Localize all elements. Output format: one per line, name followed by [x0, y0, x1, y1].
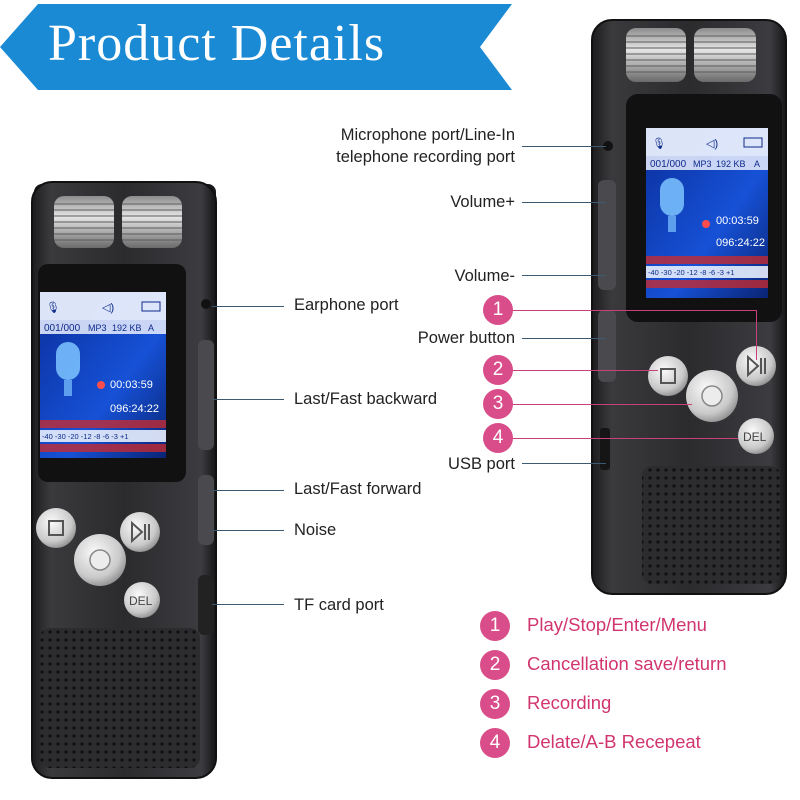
label-fast-backward: Last/Fast backward: [294, 390, 438, 408]
del-button-right[interactable]: DEL: [738, 418, 774, 454]
screen-format-right: MP3: [693, 159, 712, 169]
screen-remaining-right: 096:24:22: [716, 237, 765, 249]
play-pause-button[interactable]: [120, 512, 160, 552]
earphone-jack: [201, 299, 211, 309]
svg-text:DEL: DEL: [129, 594, 153, 608]
callout-line-1-vertical: [756, 310, 757, 360]
callout-badge-4: 4: [483, 423, 513, 453]
leader-line-volume-up: [522, 202, 606, 203]
screen-bitrate: 192 KB: [112, 323, 142, 333]
microphone-right-a: [626, 28, 686, 82]
page-title: Product Details: [48, 15, 386, 72]
voice-recorder-front-right: 🎙 ◁) 001/000 MP3 192 KB A 00:03:59 096:2…: [590, 18, 788, 596]
screen-format: MP3: [88, 323, 107, 333]
callout-badge-1: 1: [483, 295, 513, 325]
microphone-jack: [603, 141, 613, 151]
fast-forward-switch[interactable]: [198, 475, 214, 545]
svg-text:◁): ◁): [102, 302, 114, 314]
product-details-banner: Product Details: [0, 4, 512, 90]
legend-badge-1: 1: [480, 611, 510, 641]
leader-line-earphone: [212, 306, 284, 307]
recording-indicator: [97, 381, 105, 389]
label-volume-down: Volume-: [454, 267, 515, 285]
record-button[interactable]: [74, 534, 126, 586]
screen-level-scale: -40 -30 -20 -12 -8 -6 -3 +1: [42, 432, 129, 441]
screen-level-scale-right: -40 -30 -20 -12 -8 -6 -3 +1: [648, 268, 735, 277]
del-button[interactable]: DEL: [124, 582, 160, 618]
voice-recorder-front-left: 🎙 ◁) 001/000 MP3 192 KB A 00:03:59 096:2…: [30, 180, 220, 780]
callout-line-3: [512, 404, 692, 405]
leader-line-usb: [522, 463, 606, 464]
power-switch[interactable]: [598, 310, 616, 382]
mic-status-icon: 🎙: [46, 301, 60, 314]
tf-card-slot: [198, 575, 214, 635]
callout-badge-2: 2: [483, 355, 513, 385]
screen-mode-right: A: [754, 159, 760, 169]
leader-line-volume-down: [522, 275, 606, 276]
speaker-grille-right: [642, 466, 780, 584]
legend-text-2: Cancellation save/return: [527, 653, 727, 674]
svg-text:🎙: 🎙: [652, 137, 666, 150]
speaker-grille: [40, 628, 200, 768]
label-fast-forward: Last/Fast forward: [294, 480, 422, 498]
microphone-left-b: [122, 196, 182, 248]
banner-arrow-shape: [0, 4, 512, 90]
leader-line-power: [522, 338, 606, 339]
screen-file-counter-right: 001/000: [650, 159, 687, 170]
stop-button-right[interactable]: [648, 356, 688, 396]
screen-file-counter: 001/000: [44, 323, 81, 334]
leader-line-forward: [212, 490, 284, 491]
label-usb-port: USB port: [448, 455, 515, 473]
svg-text:◁): ◁): [706, 138, 718, 150]
screen-elapsed: 00:03:59: [110, 379, 153, 391]
svg-text:DEL: DEL: [743, 430, 767, 444]
leader-line-tf-card: [212, 604, 284, 605]
play-pause-button-right[interactable]: [736, 346, 776, 386]
leader-line-microphone: [522, 146, 606, 147]
volume-rocker[interactable]: [198, 340, 214, 450]
microphone-right-b: [694, 28, 756, 82]
screen-bitrate-right: 192 KB: [716, 159, 746, 169]
screen-remaining: 096:24:22: [110, 403, 159, 415]
leader-line-backward: [212, 399, 284, 400]
legend-text-4: Delate/A-B Recepeat: [527, 731, 701, 752]
label-power-button: Power button: [417, 329, 515, 347]
callout-line-1: [512, 310, 756, 311]
callout-line-4: [512, 438, 738, 439]
screen-mode: A: [148, 323, 154, 333]
label-noise: Noise: [294, 521, 337, 539]
leader-line-noise: [212, 530, 284, 531]
screen-elapsed-right: 00:03:59: [716, 215, 759, 227]
label-tf-card-port: TF card port: [294, 596, 384, 614]
microphone-left-a: [54, 196, 114, 248]
legend-badge-4: 4: [480, 728, 510, 758]
label-microphone-port-line1: Microphone port/Line-In: [340, 126, 515, 144]
legend-badge-2: 2: [480, 650, 510, 680]
record-button-right[interactable]: [686, 370, 738, 422]
label-volume-up: Volume+: [450, 193, 515, 211]
callout-line-2: [512, 370, 658, 371]
callout-badge-3: 3: [483, 389, 513, 419]
volume-rocker-right[interactable]: [598, 180, 616, 290]
stop-button[interactable]: [36, 508, 76, 548]
label-microphone-port-line2: telephone recording port: [336, 148, 515, 166]
label-earphone-port: Earphone port: [294, 296, 399, 314]
legend-badge-3: 3: [480, 689, 510, 719]
legend-text-3: Recording: [527, 692, 612, 713]
legend-text-1: Play/Stop/Enter/Menu: [527, 614, 707, 635]
